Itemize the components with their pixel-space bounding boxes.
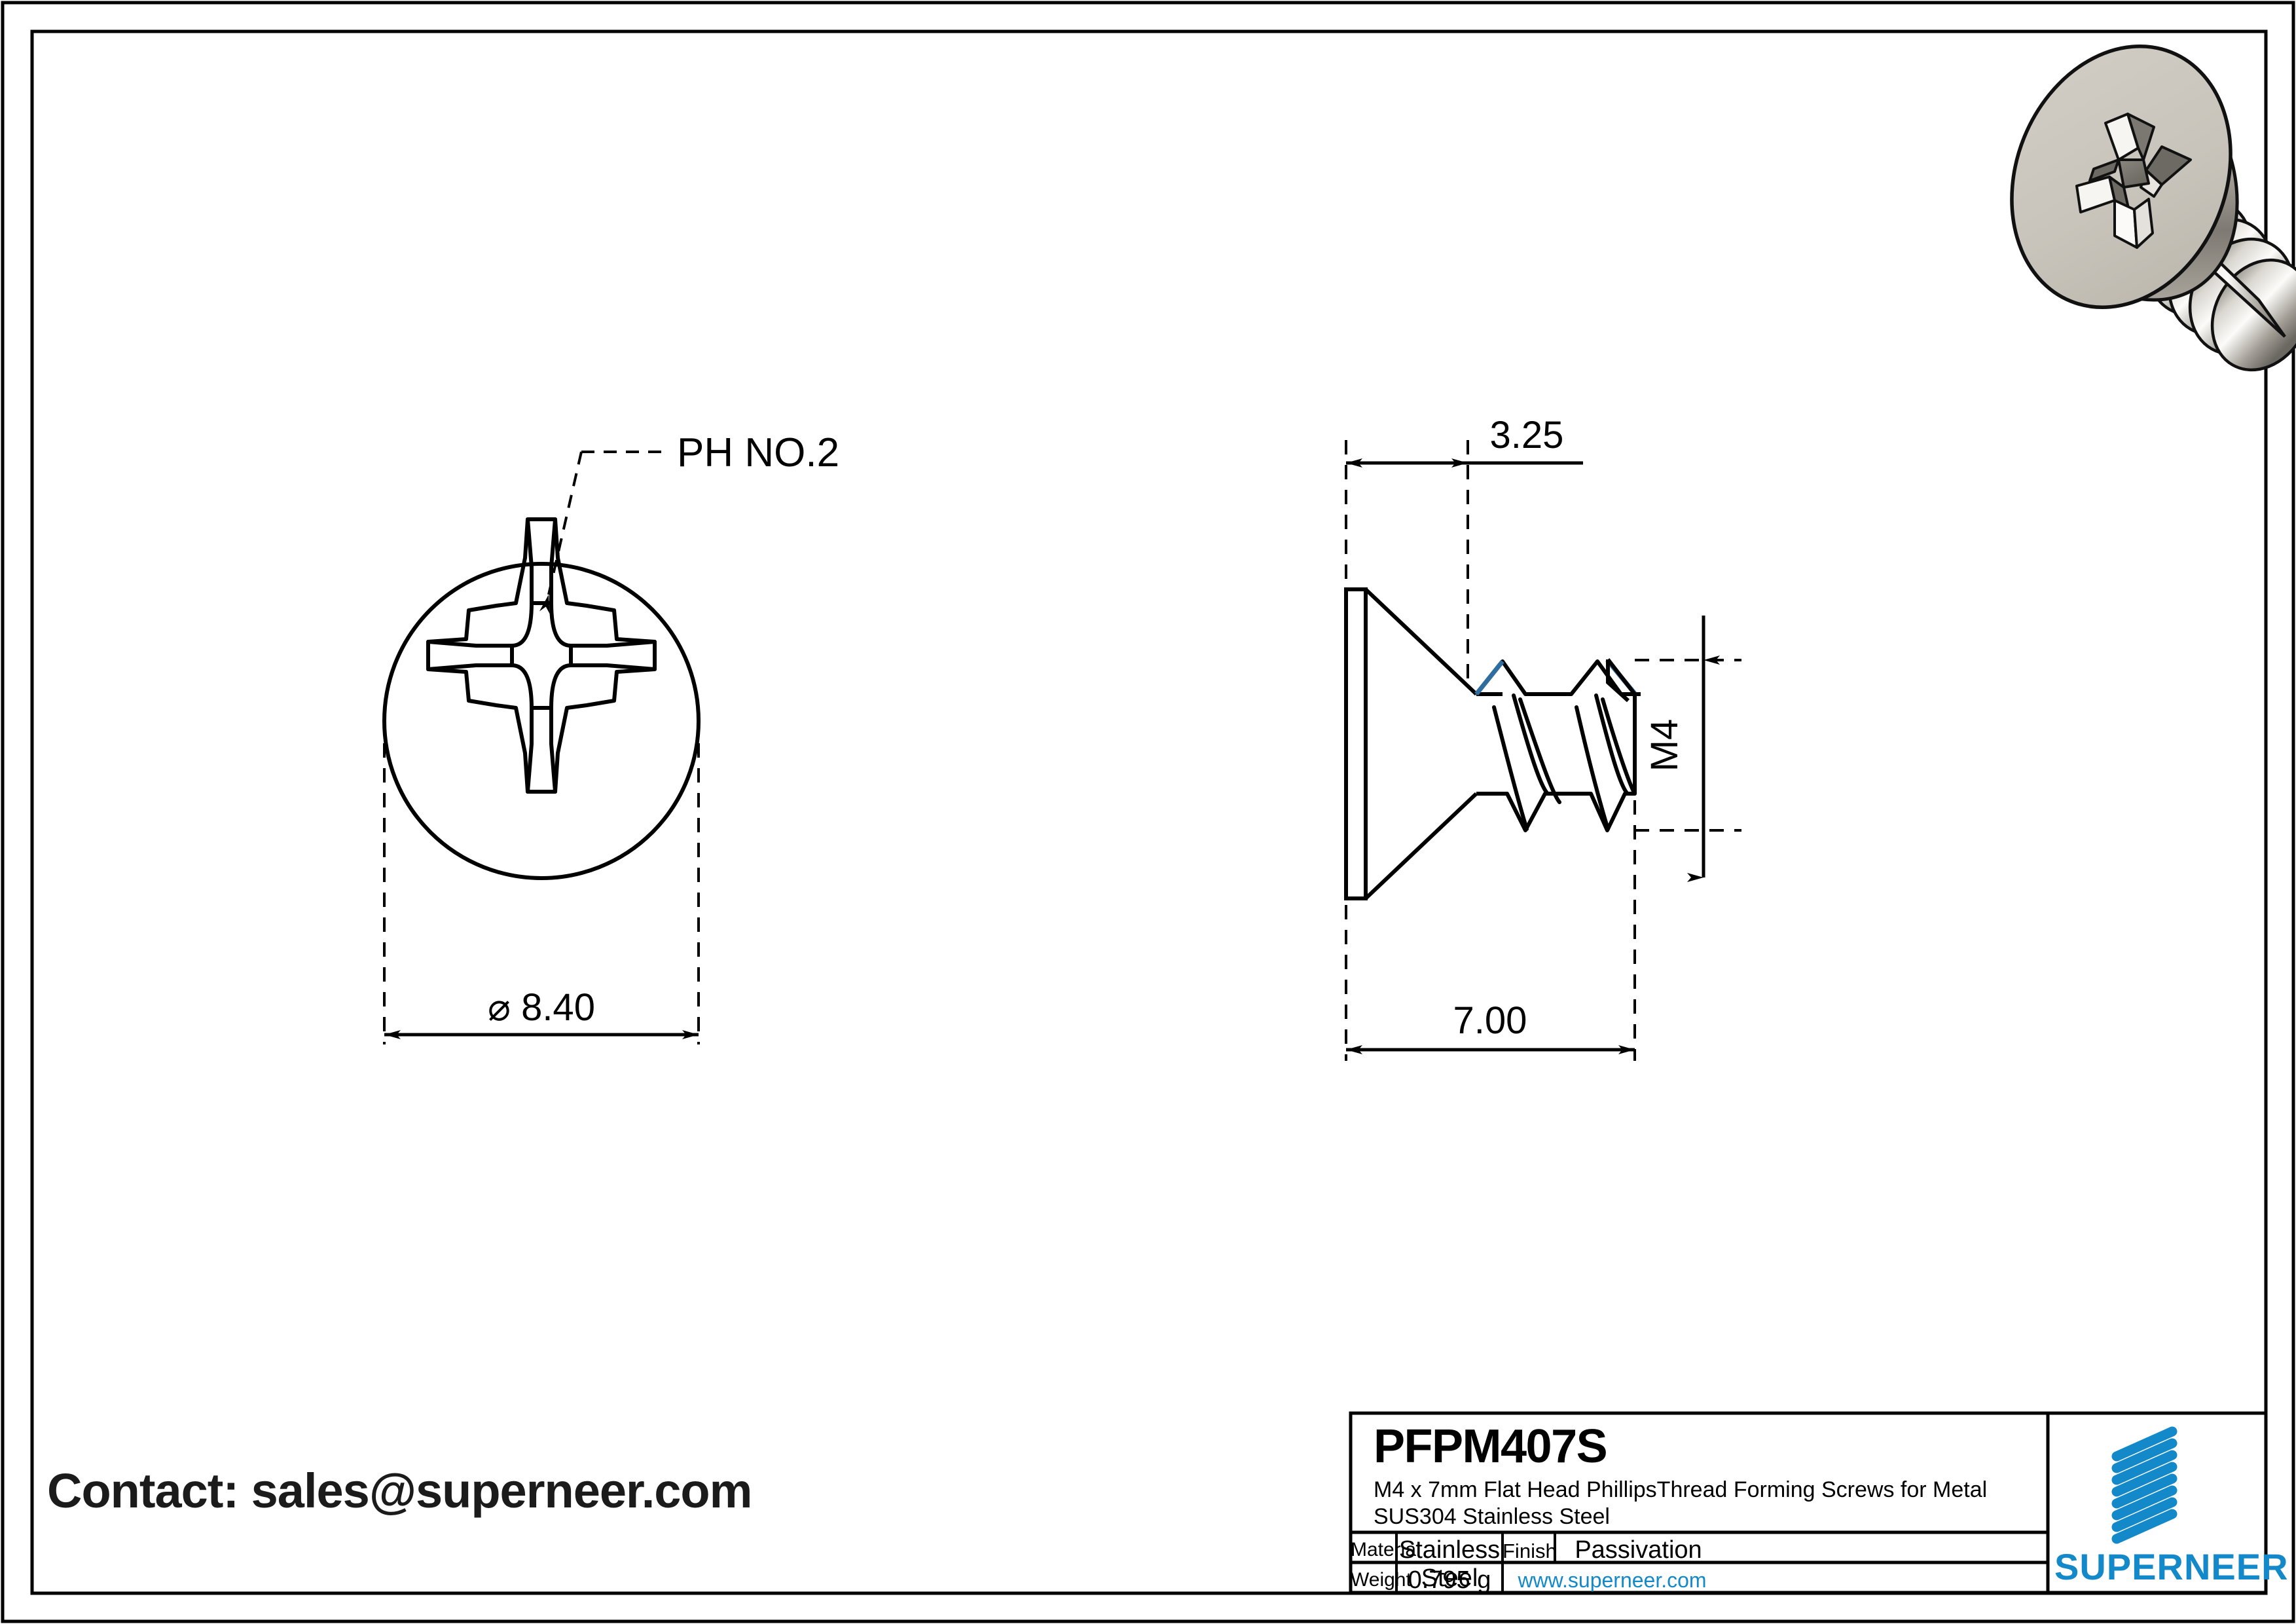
overall-length-dimension [1345,800,1636,1061]
head-height-dimension [1345,440,1583,688]
head-outline-circle [382,562,701,880]
thread-size-dimension-label: M4 [1643,719,1686,772]
screw-3d-illustration [2010,44,2296,372]
title-block [1349,1411,2268,1595]
screw-3d-phillips-recess [2075,113,2192,249]
finish-value: Passivation [1575,1536,1702,1564]
phillips-cross-recess [426,517,657,794]
phillips-flute-lines [426,517,657,794]
contact-line: Contact: sales@superneer.com [47,1464,752,1518]
material-value: Stainless Steel [1398,1536,1501,1592]
side-view: 3.25 7.00 M4 [1344,414,1741,1061]
superneer-logo-mark [2111,1426,2178,1544]
shank-outline [1476,692,1503,796]
title-block-part-number: PFPM407S [1374,1420,1608,1473]
ph-no2-callout-label: PH NO.2 [677,430,839,475]
finish-label: Finish [1503,1540,1557,1562]
title-block-description-line1: M4 x 7mm Flat Head PhillipsThread Formin… [1374,1477,1988,1502]
material-label: Material [1351,1539,1421,1560]
thread-profile-bottom [1476,792,1635,832]
thread-helix-curves [1492,693,1637,831]
weight-label: Weight [1351,1569,1412,1591]
ph-no2-leader [539,451,668,614]
head-height-dimension-label: 3.25 [1490,414,1564,456]
weight-value: 0.795 g [1408,1566,1491,1594]
superneer-brand-name: SUPERNEER [2054,1546,2289,1587]
countersink-cone-lower [1364,792,1478,900]
overall-length-dimension-label: 7.00 [1453,999,1527,1042]
website-link[interactable]: www.superneer.com [1518,1568,1707,1592]
countersink-cone-upper [1364,587,1478,696]
screw-head-profile [1344,587,1368,900]
head-diameter-dimension [383,743,700,1044]
thread-end-cap [1606,658,1637,794]
title-block-description-line2: SUS304 Stainless Steel [1374,1504,1610,1529]
thread-size-dimension [1635,616,1741,882]
front-view: ⌀ 8.40 PH NO.2 [382,430,839,1044]
head-diameter-dimension-label: ⌀ 8.40 [488,986,595,1029]
